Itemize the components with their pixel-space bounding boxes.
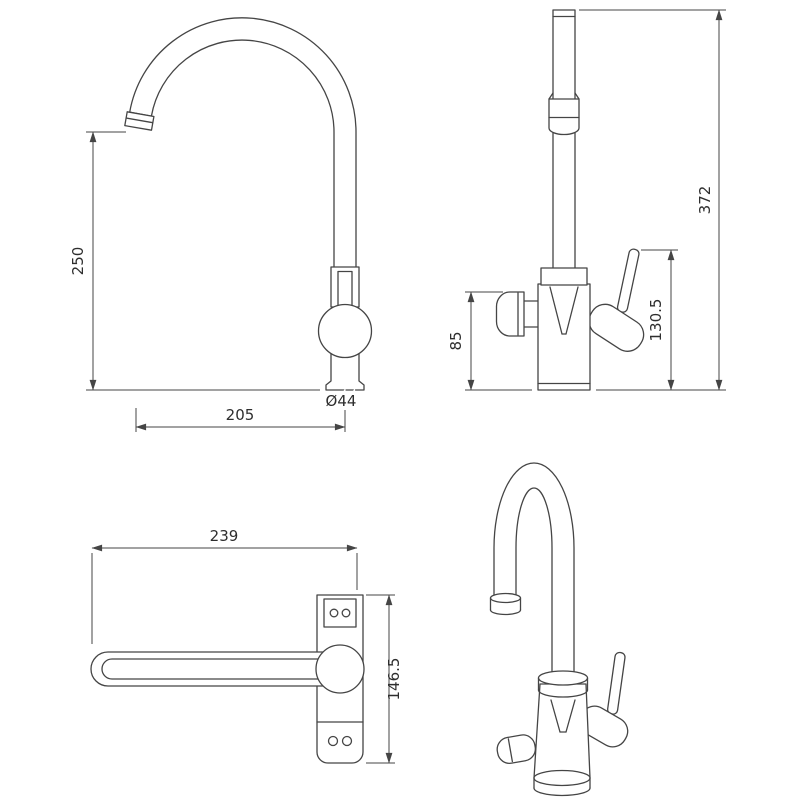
side-view xyxy=(124,17,373,391)
collar-3d xyxy=(537,670,589,686)
aerator-3d-top xyxy=(489,592,522,604)
dimension-overall-height: 372 xyxy=(579,9,726,391)
body-collar xyxy=(540,267,588,286)
riser-pipe xyxy=(552,9,576,270)
joint-top xyxy=(315,644,365,694)
dimension-handle-height: 130.5 xyxy=(641,249,678,391)
handle-boss xyxy=(588,303,645,352)
outlet-knob-3d xyxy=(496,734,536,764)
dimension-spout-reach: 205 xyxy=(135,406,346,432)
dimension-overall-length: 239 xyxy=(91,527,358,644)
front-view xyxy=(495,9,645,391)
outlet-knob xyxy=(495,291,525,337)
top-view xyxy=(90,594,365,764)
dim-label-overall-length: 239 xyxy=(210,527,239,545)
aerator-front xyxy=(548,98,580,136)
dim-label-outlet-height: 85 xyxy=(447,331,465,350)
spout-top-inner xyxy=(101,658,343,680)
dimension-base-depth: 146.5 xyxy=(366,594,403,764)
base-3d xyxy=(533,769,591,787)
dim-label-spout-reach: 205 xyxy=(226,406,255,424)
dim-label-base-depth: 146.5 xyxy=(385,658,403,701)
dim-label-handle-height: 130.5 xyxy=(647,299,665,342)
dimension-outlet-height: 85 xyxy=(447,291,532,391)
dim-label-overall-height: 372 xyxy=(696,186,714,215)
handle-top-detail xyxy=(323,598,357,628)
aerator-cap xyxy=(124,111,155,131)
handle-pin-3d xyxy=(606,651,626,715)
lower-body xyxy=(325,351,365,391)
spout-outline xyxy=(129,17,357,271)
handle-lever-pin xyxy=(616,248,640,313)
swivel-joint xyxy=(317,303,373,359)
dim-label-spout-height: 250 xyxy=(69,247,87,276)
body-3d xyxy=(533,683,591,779)
spout-3d xyxy=(493,462,575,679)
neck-housing xyxy=(330,266,360,308)
spout-top-outline xyxy=(90,651,346,687)
dimension-spout-height: 250 xyxy=(69,131,320,391)
dim-label-base-diameter: Ø44 xyxy=(326,392,357,410)
perspective-view xyxy=(489,462,629,797)
dimension-base-diameter: Ø44 xyxy=(323,390,359,413)
body-front xyxy=(537,283,591,391)
